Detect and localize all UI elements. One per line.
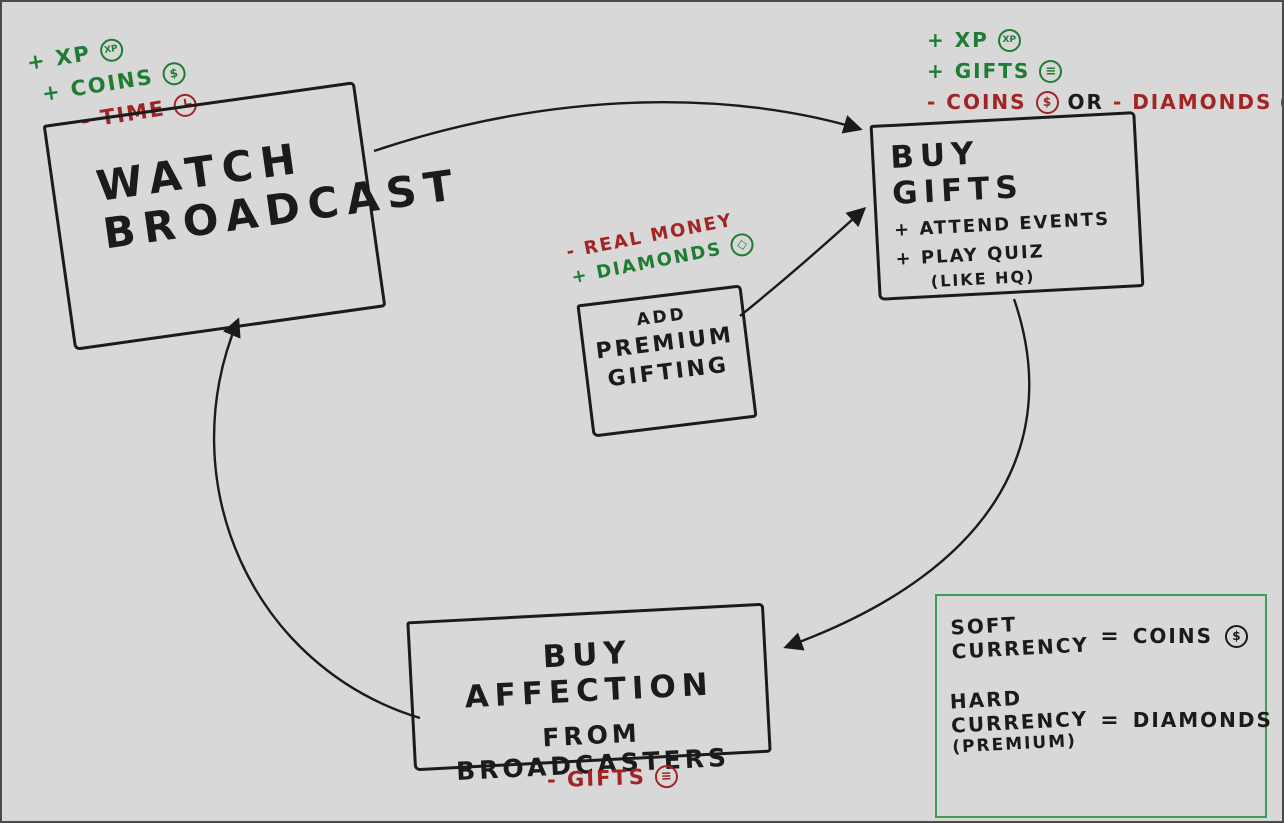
xp-icon: XP	[997, 28, 1021, 52]
legend-soft-currency-row: SOFT CURRENCY = COINS $	[950, 612, 1251, 664]
annotation-text: + XP	[25, 41, 93, 75]
annotation-or-text: OR	[1067, 90, 1104, 114]
diamond-icon: ◇	[728, 231, 756, 259]
annotation-text: + XP	[927, 28, 989, 52]
annotation-text: - GIFTS	[546, 764, 647, 793]
legend-value: DIAMONDS	[1132, 708, 1273, 733]
annotation-gain-xp: + XP XP	[927, 28, 1282, 52]
currency-legend: SOFT CURRENCY = COINS $ HARD CURRENCY (P…	[935, 594, 1271, 818]
legend-label: HARD CURRENCY (PREMIUM)	[949, 682, 1090, 758]
legend-value: COINS	[1132, 624, 1213, 648]
coin-icon: $	[1035, 90, 1059, 114]
legend-hard-currency-row: HARD CURRENCY (PREMIUM) = DIAMONDS ◇	[949, 686, 1271, 758]
annotation-text: - COINS	[927, 90, 1027, 114]
gift-icon: ≡	[654, 764, 679, 789]
node-buy-affection: BUY AFFECTION FROM BROADCASTERS	[406, 602, 772, 786]
annotation-text: - DIAMONDS	[1112, 90, 1273, 114]
annotation-text: + GIFTS	[927, 59, 1031, 83]
buy-affection-annotations: - GIFTS ≡	[546, 764, 679, 793]
equals-sign: =	[1100, 707, 1121, 733]
annotation-cost-gifts: - GIFTS ≡	[546, 764, 679, 793]
legend-label: SOFT CURRENCY	[950, 608, 1090, 663]
node-title: WATCH BROADCAST	[93, 113, 464, 259]
arrow-buy-affection-to-watch	[212, 317, 421, 720]
buy-gifts-annotations: + XP XP + GIFTS ≡ - COINS $ OR - DIAMOND…	[927, 28, 1282, 121]
node-title: BUY AFFECTION	[463, 634, 715, 716]
gift-icon: ≡	[1039, 59, 1063, 83]
arrow-premium-to-buy-gifts	[739, 207, 867, 317]
equals-sign: =	[1100, 623, 1121, 649]
coin-icon: $	[160, 60, 187, 87]
node-buy-gifts: BUY GIFTS + ATTEND EVENTS + PLAY QUIZ (L…	[869, 111, 1145, 301]
annotation-gain-gifts: + GIFTS ≡	[927, 59, 1282, 83]
node-premium-gifting: ADD PREMIUM GIFTING	[576, 284, 758, 438]
xp-icon: XP	[97, 36, 125, 63]
node-title: BUY GIFTS	[889, 135, 1025, 212]
node-subline: + ATTEND EVENTS	[893, 208, 1111, 242]
coin-icon: $	[1224, 624, 1248, 648]
node-watch-broadcast: WATCH BROADCAST	[42, 81, 464, 351]
annotation-cost-currency: - COINS $ OR - DIAMONDS ◇	[927, 90, 1282, 114]
premium-gifting-annotations: - REAL MONEY + DIAMONDS ◇	[565, 207, 757, 293]
